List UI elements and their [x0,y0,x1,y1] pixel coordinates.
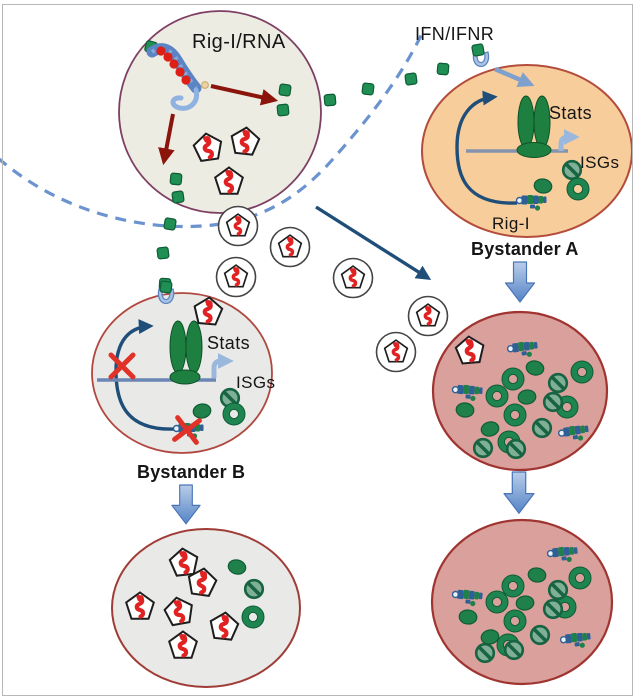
isg-transcription-arrow-b [211,352,234,378]
bystander-a-signaling [455,66,580,205]
isg-product-icon [542,391,564,413]
isg-product-icon [547,372,569,394]
ifn-entry-arrow [494,66,535,87]
enveloped-virion-icon [271,228,310,267]
stat-base-a [516,142,552,158]
isg-product-icon [561,159,583,181]
ifn-molecule-icon [471,43,485,57]
replication-arrow-right [210,84,279,106]
stats-b-label: Stats [207,333,251,353]
ifn-molecule-icon [361,82,375,96]
isg-product-icon [474,642,496,664]
ifn-molecule-icon [276,103,290,117]
rig-i-a-label: Rig-I [492,214,530,233]
enveloped-virion-icon [217,258,256,297]
isg-product-icon [505,438,527,460]
bystander-a-outcome-arrow [504,261,536,303]
stat-dimer-b [185,320,203,374]
isg-product-icon [503,639,525,661]
stat-base-b [169,369,201,385]
isgs-b-label: ISGs [236,373,276,392]
isg-product-icon [529,624,551,646]
isg-product-icon [547,579,569,601]
rigi-feedback-loop-a [455,90,518,205]
ifn-molecule-icon [436,62,450,76]
isg-product-icon [472,437,494,459]
enveloped-virion-icon [334,259,373,298]
rna-anchor-dot [201,81,209,89]
ifn-molecule-icon [163,217,177,231]
rig-i-rna-complex [143,39,209,111]
isgs-a-label: ISGs [580,153,620,172]
stat-dimer-a [517,95,535,149]
ifn-ifnr-label: IFN/IFNR [415,24,495,44]
ifn-molecule-icon [156,246,170,260]
bystander-b-products-cell [111,528,301,688]
ifn-molecule-icon [169,172,183,186]
bystander-a-label: Bystander A [471,239,579,259]
isg-transcription-arrow-a [558,128,580,151]
ifn-molecule-icon [323,93,337,107]
ifn-molecule-icon [171,190,185,204]
ifn-molecule-icon [159,280,173,294]
stats-a-label: Stats [549,103,593,123]
ifn-molecule-icon [278,83,292,97]
bystander-b-label: Bystander B [137,462,246,482]
isg-product-icon [531,417,553,439]
infected-a-outcome-arrow [503,471,535,514]
isg-product-icon [243,578,265,600]
enveloped-virion-icon [219,207,258,246]
rna-tail [170,87,200,111]
isg-product-icon [542,598,564,620]
dashed-divider-curve [0,26,427,229]
replication-arrow-down [158,113,175,166]
stat-dimer-b [169,320,187,374]
enveloped-virion-icon [409,297,448,336]
bystander-b-outcome-arrow [171,484,201,525]
ifn-molecule-icon [404,72,418,86]
virion-spread-arrow [315,205,432,281]
rig-i-rna-label: Rig-I/RNA [192,31,286,53]
stat-dimer-a [533,95,551,149]
enveloped-virion-icon [377,333,416,372]
